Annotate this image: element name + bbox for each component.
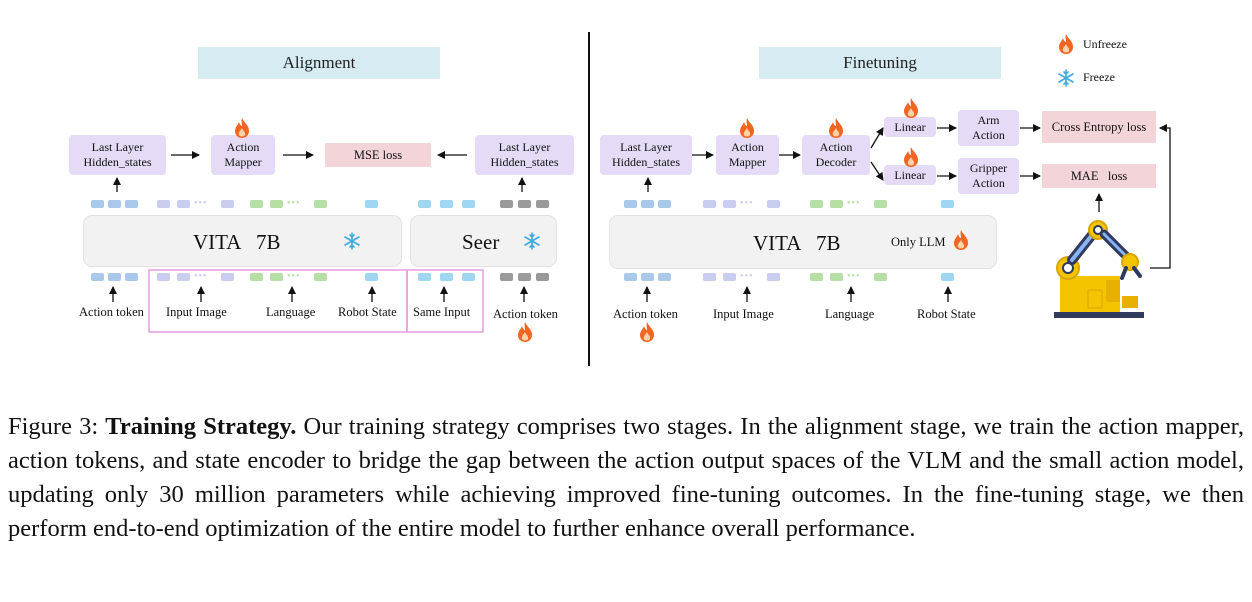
finetuning-cross-entropy-loss: Cross Entropy loss [1042,111,1156,143]
fire-icon [518,322,532,342]
diagram-arrows [109,32,1171,366]
figure-3: Alignment Last Layer Hidden_states Actio… [69,32,1171,366]
finetuning-title: Finetuning [759,47,1001,79]
caption-prefix: Figure 3: [8,413,106,440]
finetuning-hidden-states: Last Layer Hidden_states [600,135,692,175]
fire-icon [740,118,754,138]
seer-model: Seer [410,215,557,267]
finetuning-linear-bottom: Linear [884,165,936,185]
finetuning-vita-model: VITA 7B Only LLM [609,215,997,269]
vita-label: VITA 7B [193,230,281,254]
alignment-input-image: Input Image [166,305,227,319]
alignment-hidden-states-right: Last Layer Hidden_states [475,135,574,175]
finetuning-linear-top: Linear [884,117,936,137]
snowflake-icon [344,232,360,250]
alignment-input-robot-state: Robot State [338,305,397,319]
alignment-title: Alignment [198,47,440,79]
caption-text: Our training strategy comprises two stag… [8,413,1244,542]
vita-label: VITA 7B [753,231,841,255]
fire-icon [904,98,918,118]
fire-icon [640,322,654,342]
alignment-vita-model: VITA 7B [83,215,402,267]
alignment-input-action-token: Action token [79,305,144,319]
fire-icon [904,147,918,167]
finetuning-input-language: Language [825,307,875,321]
alignment-mse-loss: MSE loss [325,143,431,167]
caption-bold-title: Training Strategy. [105,413,297,440]
snowflake-icon [1058,69,1074,87]
finetuning-input-robot-state: Robot State [917,307,976,321]
finetuning-gripper-action: Gripper Action [958,158,1019,194]
fire-icon [954,230,968,250]
fire-icon [235,118,249,138]
only-llm-label: Only LLM [891,235,946,249]
robot-arm-icon [1054,220,1144,318]
alignment-action-mapper: Action Mapper [211,135,275,175]
snowflake-icon [524,232,540,250]
finetuning-input-image: Input Image [713,307,774,321]
finetuning-action-mapper: Action Mapper [716,135,779,175]
alignment-input-action-token-right: Action token [493,307,558,321]
seer-label: Seer [462,230,500,254]
alignment-input-same-input: Same Input [413,305,471,319]
finetuning-input-action-token: Action token [613,307,678,321]
figure-caption: Figure 3: Training Strategy. Our trainin… [8,410,1244,546]
legend-unfreeze: Unfreeze [1083,37,1127,51]
finetuning-action-decoder: Action Decoder [802,135,870,175]
fire-icon [829,118,843,138]
finetuning-arm-action: Arm Action [958,110,1019,146]
finetuning-mae-loss: MAE loss [1042,164,1156,188]
alignment-hidden-states-left: Last Layer Hidden_states [69,135,166,175]
alignment-input-language: Language [266,305,316,319]
fire-icon [1059,34,1073,54]
legend-freeze: Freeze [1083,70,1115,84]
